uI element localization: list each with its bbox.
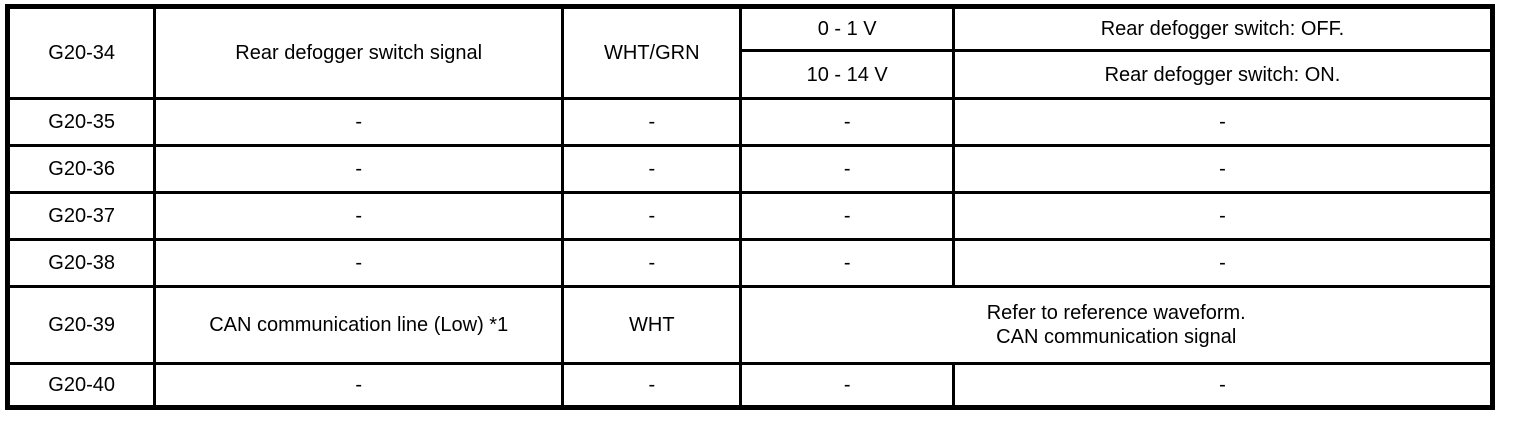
condition-cell: Rear defogger switch: ON.: [951, 49, 1495, 100]
table-row: G20-38 - - - -: [5, 238, 1495, 288]
wire-color-cell: -: [561, 97, 743, 147]
table-row: G20-34 Rear defogger switch signal WHT/G…: [5, 5, 1495, 100]
signal-cell: -: [153, 191, 565, 241]
table-row: G20-37 - - - -: [5, 191, 1495, 241]
table-row: G20-39 CAN communication line (Low) *1 W…: [5, 285, 1494, 365]
wire-color-cell: -: [561, 362, 743, 409]
pin-cell: G20-34: [5, 5, 157, 100]
table-row: G20-40 - - - -: [5, 362, 1495, 409]
signal-cell: -: [153, 97, 565, 147]
signal-cell: -: [153, 144, 565, 194]
voltage-cell: -: [739, 97, 955, 147]
signal-cell: -: [153, 238, 565, 288]
voltage-cell: -: [739, 362, 955, 409]
reference-note-cell: Refer to reference waveform. CAN communi…: [739, 285, 1494, 365]
pin-cell: G20-40: [5, 362, 157, 409]
condition-cell: Rear defogger switch: OFF.: [951, 5, 1495, 52]
pin-cell: G20-39: [5, 285, 157, 365]
voltage-cell: -: [739, 144, 955, 194]
reference-note-line: Refer to reference waveform.: [986, 302, 1246, 324]
condition-cell: -: [951, 97, 1495, 147]
table-row: 10 - 14 V Rear defogger switch: ON.: [8, 49, 1495, 100]
wire-color-cell: WHT: [561, 285, 743, 365]
table-row: G20-35 - - - -: [5, 97, 1495, 147]
wire-color-cell: -: [561, 238, 743, 288]
voltage-cell: -: [739, 191, 955, 241]
voltage-cell: 10 - 14 V: [739, 49, 955, 100]
wire-color-cell: WHT/GRN: [561, 5, 743, 100]
pin-cell: G20-38: [5, 238, 157, 288]
condition-cell: -: [951, 238, 1495, 288]
signal-cell: Rear defogger switch signal: [153, 5, 565, 100]
wire-color-cell: -: [561, 191, 743, 241]
connector-pin-table: G20-34 Rear defogger switch signal WHT/G…: [5, 4, 1495, 410]
condition-cell: -: [951, 144, 1495, 194]
signal-cell: -: [153, 362, 565, 409]
table-row: G20-36 - - - -: [5, 144, 1495, 194]
wire-color-cell: -: [561, 144, 743, 194]
reference-note-line: CAN communication signal: [996, 326, 1237, 348]
condition-cell: -: [951, 362, 1495, 409]
pin-cell: G20-35: [5, 97, 157, 147]
pin-cell: G20-37: [5, 191, 157, 241]
pin-cell: G20-36: [5, 144, 157, 194]
voltage-cell: -: [739, 238, 955, 288]
voltage-cell: 0 - 1 V: [739, 5, 955, 52]
condition-cell: -: [951, 191, 1495, 241]
signal-cell: CAN communication line (Low) *1: [153, 285, 565, 365]
